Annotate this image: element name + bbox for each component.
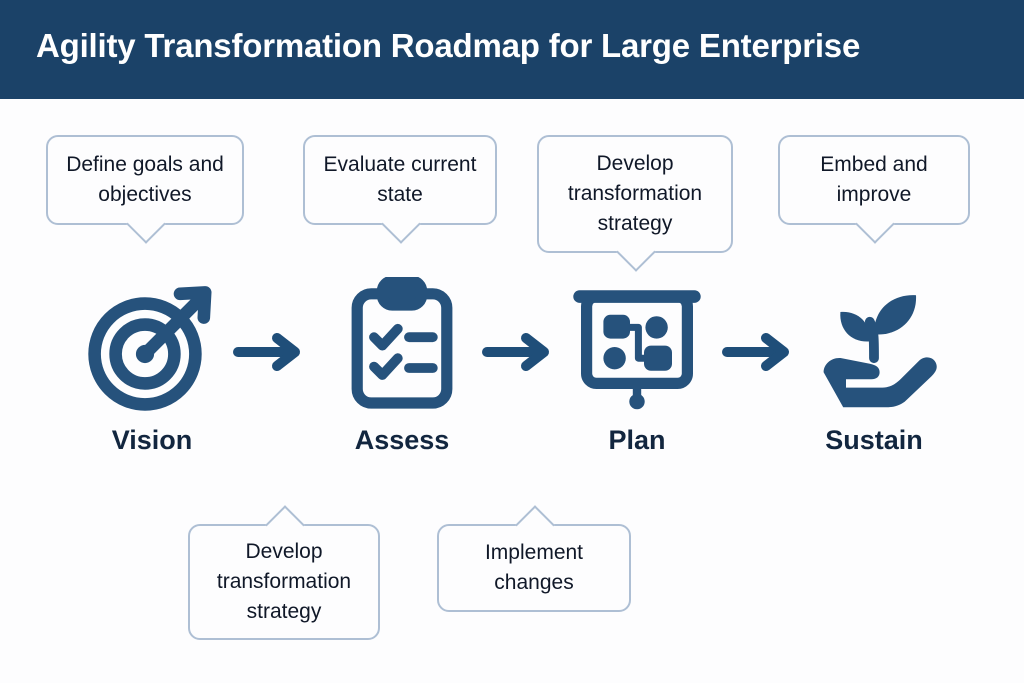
callout-tail-mask [389, 219, 411, 225]
callout-tail-mask [523, 522, 545, 528]
presentation-flowchart-icon [557, 277, 717, 417]
callout-text: Embed and improve [820, 153, 928, 206]
step-label: Sustain [825, 425, 923, 455]
page-title: Agility Transformation Roadmap for Large… [36, 27, 861, 64]
callout-text: Evaluate current state [323, 153, 477, 206]
step-assess[interactable]: Assess [322, 277, 482, 456]
callout-tail-mask [134, 219, 156, 225]
callout-text: Implement changes [484, 541, 584, 594]
hand-plant-icon [794, 277, 954, 417]
callout-text: Develop transformation strategy [216, 540, 352, 623]
arrow-right-icon [233, 329, 305, 375]
arrow-right-icon [482, 329, 554, 375]
step-vision[interactable]: Vision [72, 277, 232, 456]
callout-text: Develop transformation strategy [567, 152, 703, 235]
callout-top-plan[interactable]: Develop transformation strategy [537, 135, 733, 253]
step-label: Assess [354, 425, 450, 455]
step-sustain[interactable]: Sustain [794, 277, 954, 456]
callout-tail-mask [863, 219, 885, 225]
callout-bottom-plan[interactable]: Implement changes [437, 524, 631, 612]
callout-tail-mask [624, 247, 646, 253]
callout-text: Define goals and objectives [66, 153, 224, 206]
page-header: Agility Transformation Roadmap for Large… [0, 0, 1024, 99]
arrow-right-icon [722, 329, 794, 375]
step-label: Vision [111, 425, 193, 455]
callout-bottom-assess[interactable]: Develop transformation strategy [188, 524, 380, 640]
target-arrow-icon [72, 277, 232, 417]
callout-tail-mask [273, 522, 295, 528]
callout-top-assess[interactable]: Evaluate current state [303, 135, 497, 225]
step-label: Plan [608, 425, 666, 455]
step-plan[interactable]: Plan [557, 277, 717, 456]
clipboard-checklist-icon [322, 277, 482, 417]
diagram-canvas: Define goals and objectives Evaluate cur… [0, 99, 1024, 683]
